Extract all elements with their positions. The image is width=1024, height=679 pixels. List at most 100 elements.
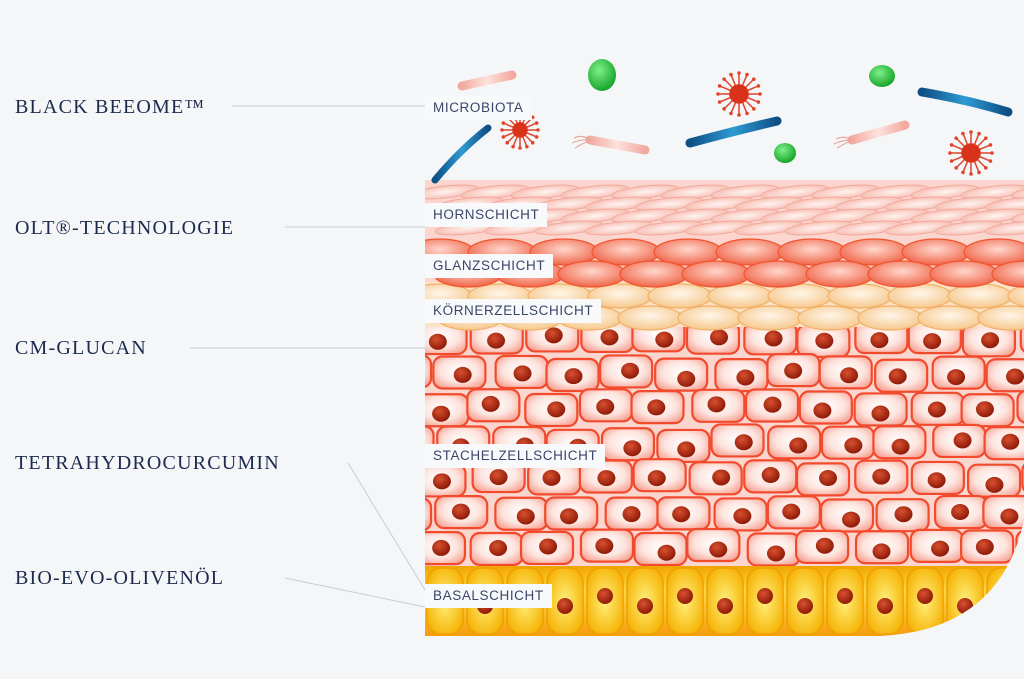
nucleus [513, 365, 532, 382]
nucleus [539, 538, 558, 555]
nucleus [647, 399, 666, 416]
nucleus [432, 405, 451, 422]
nucleus [657, 544, 676, 561]
nucleus [378, 538, 396, 554]
microbiota-group [431, 59, 1013, 184]
spinous-cell [1019, 320, 1024, 355]
nucleus [837, 588, 853, 604]
nucleus [789, 437, 808, 454]
ingredient-cm-glucan: CM-GLUCAN [15, 337, 147, 359]
nucleus [975, 538, 994, 555]
granular-cell [737, 305, 803, 331]
granular-cell [917, 305, 983, 331]
nucleus [623, 440, 642, 457]
nucleus [709, 541, 728, 558]
nucleus [621, 362, 640, 379]
green-bacterium-icon [869, 65, 895, 87]
glanz-cell [743, 260, 813, 288]
nucleus [637, 598, 653, 614]
nucleus [766, 545, 785, 562]
nucleus [677, 588, 693, 604]
nucleus [840, 367, 859, 384]
spinous-cell [1021, 460, 1024, 495]
blue-bacterium-icon [917, 87, 1013, 117]
granular-cell [617, 305, 683, 331]
nucleus [763, 396, 782, 413]
spinous-cell [357, 463, 409, 495]
glanz-cell [557, 260, 627, 288]
nucleus [544, 327, 563, 344]
nucleus [894, 506, 913, 523]
layer-label-stachelzellschicht: STACHELZELLSCHICHT [425, 444, 606, 468]
ingredient-olt-technologie: OLT®-TECHNOLOGIE [15, 217, 235, 239]
nucleus [997, 588, 1013, 604]
nucleus [672, 506, 691, 523]
nucleus [516, 508, 535, 525]
green-bacterium-icon [774, 143, 796, 163]
nucleus [761, 467, 780, 484]
spinous-cell [360, 530, 412, 562]
nucleus [877, 598, 893, 614]
nucleus [797, 598, 813, 614]
granular-cell [1007, 283, 1024, 309]
pink-bacterium-icon [457, 70, 517, 91]
horn-cell [1010, 184, 1024, 200]
nucleus [453, 366, 472, 383]
nucleus [870, 332, 889, 349]
layer-label-koernerzellschicht: KÖRNERZELLSCHICHT [425, 299, 602, 323]
nucleus [542, 469, 561, 486]
spinous-cell [1015, 529, 1024, 564]
layer-label-hornschicht: HORNSCHICHT [425, 203, 548, 227]
connector-lines [190, 105, 426, 608]
nucleus [917, 588, 933, 604]
nucleus [707, 396, 726, 413]
nucleus [712, 469, 731, 486]
nucleus [813, 402, 832, 419]
nucleus [953, 432, 972, 449]
granular-cell [707, 283, 773, 309]
nucleus [377, 401, 395, 417]
layer-label-microbiota: MICROBIOTA [425, 96, 532, 120]
nucleus [489, 540, 508, 557]
nucleus [1006, 368, 1024, 385]
granular-cell [887, 283, 953, 309]
nucleus [872, 543, 891, 560]
nucleus [844, 437, 863, 454]
nucleus [888, 368, 907, 385]
nucleus [397, 362, 415, 378]
nucleus [655, 331, 674, 348]
nucleus [815, 537, 834, 554]
virus-icon [948, 130, 994, 176]
nucleus [736, 369, 755, 386]
granular-cell [797, 305, 863, 331]
ingredient-bio-evo-olivenoel: BIO-EVO-OLIVENÖL [15, 567, 225, 589]
layer-label-glanzschicht: GLANZSCHICHT [425, 254, 554, 278]
basal-cell [986, 567, 1024, 635]
ingredient-tetrahydrocurcumin: TETRAHYDROCURCUMIN [15, 452, 280, 474]
nucleus [677, 441, 696, 458]
nucleus [597, 470, 616, 487]
nucleus [622, 506, 641, 523]
nucleus [981, 332, 1000, 349]
nucleus [428, 333, 447, 350]
nucleus [400, 438, 418, 454]
granular-cell [857, 305, 923, 331]
blue-bacterium-icon [685, 116, 782, 148]
spinous-cell [425, 497, 433, 532]
glanz-cell [619, 260, 689, 288]
glanz-cell [805, 260, 875, 288]
nucleus [647, 470, 666, 487]
nucleus [1000, 508, 1019, 525]
nucleus [560, 508, 579, 525]
nucleus [375, 330, 393, 346]
nucleus [951, 504, 970, 521]
spinous-cell [1016, 389, 1024, 424]
glanz-cell [681, 260, 751, 288]
nucleus [872, 468, 891, 485]
nucleus [677, 370, 696, 387]
nucleus [757, 588, 773, 604]
ingredient-black-beeome: BLACK BEEOME™ [15, 96, 206, 118]
nucleus [600, 329, 619, 346]
glanz-cell [929, 260, 999, 288]
